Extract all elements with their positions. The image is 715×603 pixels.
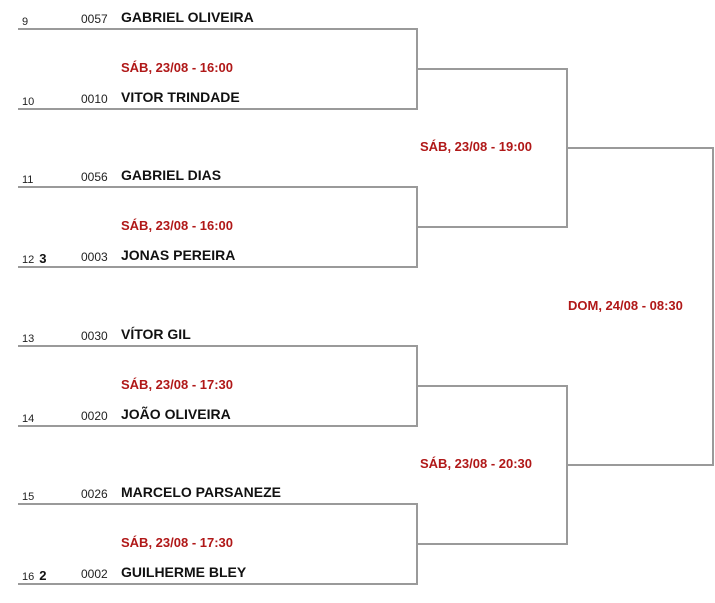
seed-position: 14 (22, 410, 39, 425)
player-name: JONAS PEREIRA (121, 247, 236, 263)
player-name: VITOR TRINDADE (121, 89, 240, 105)
player-slot-line (18, 583, 416, 585)
seed-position: 13 (22, 330, 39, 345)
round2-slot-line (416, 543, 566, 545)
seed-position: 10 (22, 93, 39, 108)
seed-position-number: 12 (22, 254, 35, 266)
player-slot-line (18, 28, 416, 30)
match-time: SÁB, 23/08 - 20:30 (420, 456, 533, 471)
match-time: SÁB, 23/08 - 16:00 (121, 60, 234, 75)
seed-position: 9 (22, 13, 33, 28)
seed-position-number: 9 (22, 16, 29, 28)
seed-position-number: 15 (22, 491, 35, 503)
player-code: 0003 (81, 250, 108, 264)
player-code: 0030 (81, 329, 108, 343)
seed-rank: 2 (39, 568, 47, 583)
player-code: 0020 (81, 409, 108, 423)
player-code: 0002 (81, 567, 108, 581)
seed-position: 16 2 (22, 568, 46, 583)
player-name: JOÃO OLIVEIRA (121, 406, 231, 422)
player-name: GABRIEL OLIVEIRA (121, 9, 254, 25)
player-name: GABRIEL DIAS (121, 167, 222, 183)
final-slot-line (566, 147, 712, 149)
player-code: 0026 (81, 487, 108, 501)
player-name: VÍTOR GIL (121, 326, 191, 342)
player-code: 0056 (81, 170, 108, 184)
player-name: GUILHERME BLEY (121, 564, 247, 580)
match-time: DOM, 24/08 - 08:30 (568, 297, 683, 313)
player-code: 0010 (81, 92, 108, 106)
final-slot-line (566, 464, 712, 466)
final-connector (712, 147, 714, 466)
match-time: SÁB, 23/08 - 17:30 (121, 535, 234, 550)
player-slot-line (18, 266, 416, 268)
seed-position-number: 11 (22, 174, 34, 186)
match-time: SÁB, 23/08 - 17:30 (121, 377, 234, 392)
round2-slot-line (416, 385, 566, 387)
round2-slot-line (416, 68, 566, 70)
round2-slot-line (416, 226, 566, 228)
player-slot-line (18, 108, 416, 110)
seed-position-number: 14 (22, 413, 35, 425)
player-slot-line (18, 425, 416, 427)
player-slot-line (18, 186, 416, 188)
seed-position-number: 16 (22, 571, 35, 583)
player-name: MARCELO PARSANEZE (121, 484, 281, 500)
match-time: SÁB, 23/08 - 19:00 (420, 139, 533, 154)
player-slot-line (18, 503, 416, 505)
player-code: 0057 (81, 12, 108, 26)
seed-position: 11 (22, 171, 38, 186)
seed-position: 12 3 (22, 251, 46, 266)
player-slot-line (18, 345, 416, 347)
seed-position: 15 (22, 488, 39, 503)
seed-rank: 3 (39, 251, 47, 266)
match-time: SÁB, 23/08 - 16:00 (121, 218, 234, 233)
seed-position-number: 13 (22, 333, 35, 345)
seed-position-number: 10 (22, 96, 35, 108)
